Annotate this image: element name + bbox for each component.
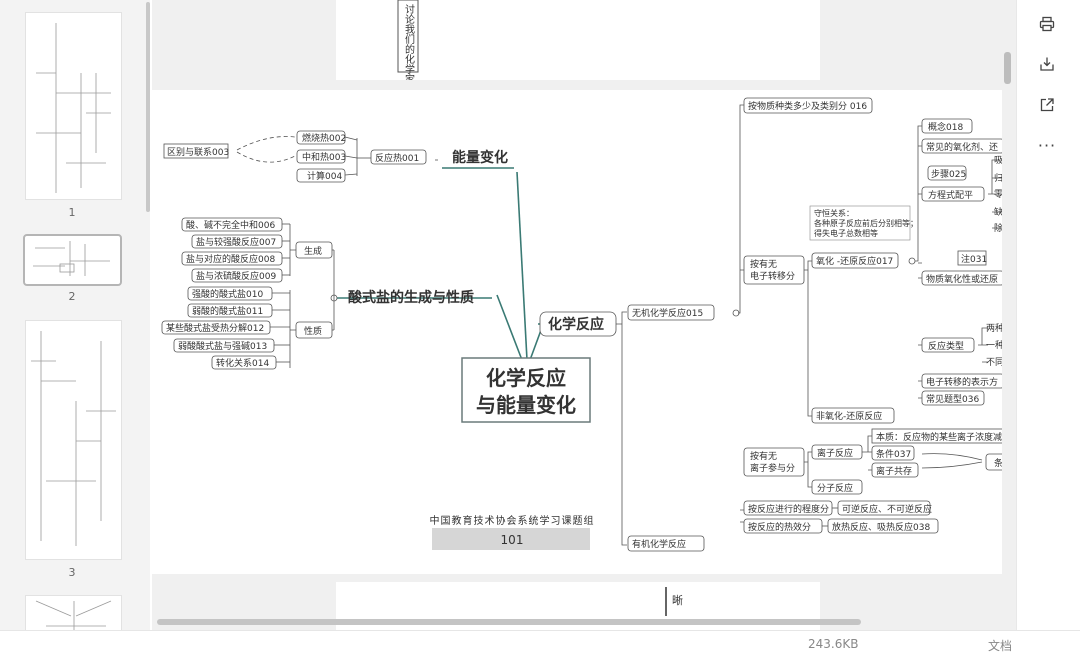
node-property-item[interactable]: 弱酸的酸式盐011	[192, 305, 263, 317]
node-by-electron-2: 电子转移分	[750, 270, 795, 282]
center-title-line2: 与能量变化	[476, 393, 576, 417]
thumbnail-page-3[interactable]	[25, 320, 122, 560]
node-note-031[interactable]: 注031	[961, 253, 987, 265]
node-concept[interactable]: 概念018	[928, 121, 963, 133]
horizontal-scrollbar[interactable]	[157, 619, 861, 625]
thumbnail-number-3: 3	[68, 566, 76, 579]
note-conservation-3: 得失电子总数相等	[814, 228, 878, 238]
node-ion-coexistence[interactable]: 离子共存	[876, 465, 912, 477]
thumbnail-number-1: 1	[68, 206, 76, 219]
next-page-glyph: 晰	[672, 594, 683, 607]
node-tiao: 条	[994, 457, 1002, 469]
node-properties[interactable]: 性质	[304, 325, 322, 337]
mindmap-page: 化学反应 与能量变化 能量变化 酸式盐的生成与性质 化学反应 反应热001 燃烧…	[152, 90, 1007, 574]
file-type: 文档	[988, 639, 1013, 653]
rtype-sub-3: 不同	[986, 357, 1002, 368]
node-property-item[interactable]: 强酸的酸式盐010	[192, 288, 263, 300]
node-by-ion-1[interactable]: 按有无	[750, 450, 777, 462]
node-reversible[interactable]: 可逆反应、不可逆反应	[842, 503, 932, 515]
node-by-heat[interactable]: 按反应的热效分	[748, 521, 811, 533]
node-ion-essence[interactable]: 本质：反应物的某些离子浓度减	[876, 431, 1002, 443]
node-generation-item[interactable]: 酸、碱不完全中和006	[186, 219, 275, 231]
open-external-icon	[1040, 98, 1054, 112]
node-by-electron-1[interactable]: 按有无	[750, 258, 777, 270]
node-inorganic-reaction[interactable]: 无机化学反应015	[632, 307, 703, 319]
print-button[interactable]	[1033, 10, 1061, 38]
node-property-item[interactable]: 弱酸酸式盐与强碱013	[178, 340, 267, 352]
thumbnail-page-2-selected[interactable]	[23, 234, 122, 286]
stamp-number: 101	[501, 533, 524, 547]
node-common-oxidants[interactable]: 常见的氧化剂、还	[926, 141, 998, 153]
thumbnail-page-1[interactable]	[25, 12, 122, 200]
node-ionic-reaction[interactable]: 离子反应	[817, 447, 853, 459]
topic-chemical-reaction[interactable]: 化学反应	[548, 316, 604, 333]
thumbnail-number-2: 2	[68, 290, 76, 303]
node-by-degree[interactable]: 按反应进行的程度分	[748, 503, 829, 515]
file-size: 243.6KB	[808, 637, 859, 651]
node-balance[interactable]: 方程式配平	[928, 189, 973, 201]
node-by-kind[interactable]: 按物质种类多少及类别分 016	[748, 100, 867, 112]
more-options-button[interactable]: ···	[1037, 135, 1057, 155]
balance-sub-2: 归	[994, 172, 1002, 184]
node-conditions[interactable]: 条件037	[876, 448, 911, 460]
download-button[interactable]	[1033, 50, 1061, 78]
printer-icon	[1039, 16, 1055, 32]
thumbnail-rail[interactable]: 1 2 3	[0, 0, 150, 632]
rtype-sub-2: 一种	[986, 339, 1002, 351]
vertical-caption: 讨论我们的化学家	[403, 4, 415, 80]
node-electron-representation[interactable]: 电子转移的表示方	[926, 376, 998, 388]
node-common-questions[interactable]: 常见题型036	[926, 393, 979, 405]
open-external-button[interactable]	[1033, 91, 1061, 119]
vertical-scrollbar[interactable]	[1004, 52, 1011, 84]
node-reaction-type[interactable]: 反应类型	[928, 340, 964, 352]
download-icon	[1040, 57, 1054, 71]
document-viewport[interactable]: 讨论我们的化学家 化学反应 与能量变化 能量变化 酸式盐的生成与性质	[152, 0, 1016, 630]
tool-column: ···	[1016, 0, 1080, 630]
node-by-ion-2: 离子参与分	[750, 462, 795, 474]
node-property-item[interactable]: 某些酸式盐受热分解012	[166, 322, 264, 334]
node-reaction-heat[interactable]: 反应热001	[375, 152, 419, 164]
center-node[interactable]	[461, 357, 591, 423]
balance-sub-4: 缺	[994, 206, 1002, 218]
node-generation[interactable]: 生成	[304, 245, 322, 257]
rtype-sub-1: 两种	[986, 322, 1002, 334]
previous-page-fragment: 讨论我们的化学家	[336, 0, 820, 84]
balance-sub-3: 零	[994, 189, 1002, 200]
node-neutralization-heat[interactable]: 中和热003	[302, 151, 346, 163]
node-steps[interactable]: 步骤025	[931, 169, 966, 180]
node-generation-item[interactable]: 盐与对应的酸反应008	[186, 253, 275, 265]
topic-acid-salt[interactable]: 酸式盐的生成与性质	[348, 289, 474, 306]
balance-sub-5: 除	[994, 222, 1002, 234]
topic-energy-change[interactable]: 能量变化	[452, 149, 508, 166]
thumbnail-page-4[interactable]	[25, 595, 122, 632]
note-conservation-1: 守恒关系：	[814, 208, 854, 218]
node-non-redox[interactable]: 非氧化-还原反应	[816, 410, 882, 422]
note-conservation-2: 各种原子反应前后分别相等；	[814, 218, 918, 228]
thumbnail-scrollbar[interactable]	[146, 2, 150, 212]
node-property-item[interactable]: 转化关系014	[216, 357, 269, 369]
node-organic-reaction[interactable]: 有机化学反应	[632, 538, 686, 550]
node-combustion-heat[interactable]: 燃烧热002	[302, 132, 346, 144]
node-generation-item[interactable]: 盐与较强酸反应007	[196, 236, 276, 248]
node-redox[interactable]: 氧化 -还原反应017	[816, 255, 893, 267]
balance-sub-1: 吸	[994, 155, 1002, 166]
node-calculation[interactable]: 计算004	[307, 170, 342, 182]
node-molecular-reaction[interactable]: 分子反应	[817, 482, 853, 494]
stamp-organization: 中国教育技术协会系统学习课题组	[430, 514, 595, 527]
node-difference-relation[interactable]: 区别与联系003	[167, 147, 229, 158]
node-generation-item[interactable]: 盐与浓硫酸反应009	[196, 270, 276, 282]
center-title-line1: 化学反应	[486, 366, 566, 390]
status-bar: 243.6KB 文档	[0, 630, 1080, 658]
node-oxidizing-strength[interactable]: 物质氧化性或还原	[926, 273, 998, 285]
node-exo-endo[interactable]: 放热反应、吸热反应038	[832, 521, 930, 533]
